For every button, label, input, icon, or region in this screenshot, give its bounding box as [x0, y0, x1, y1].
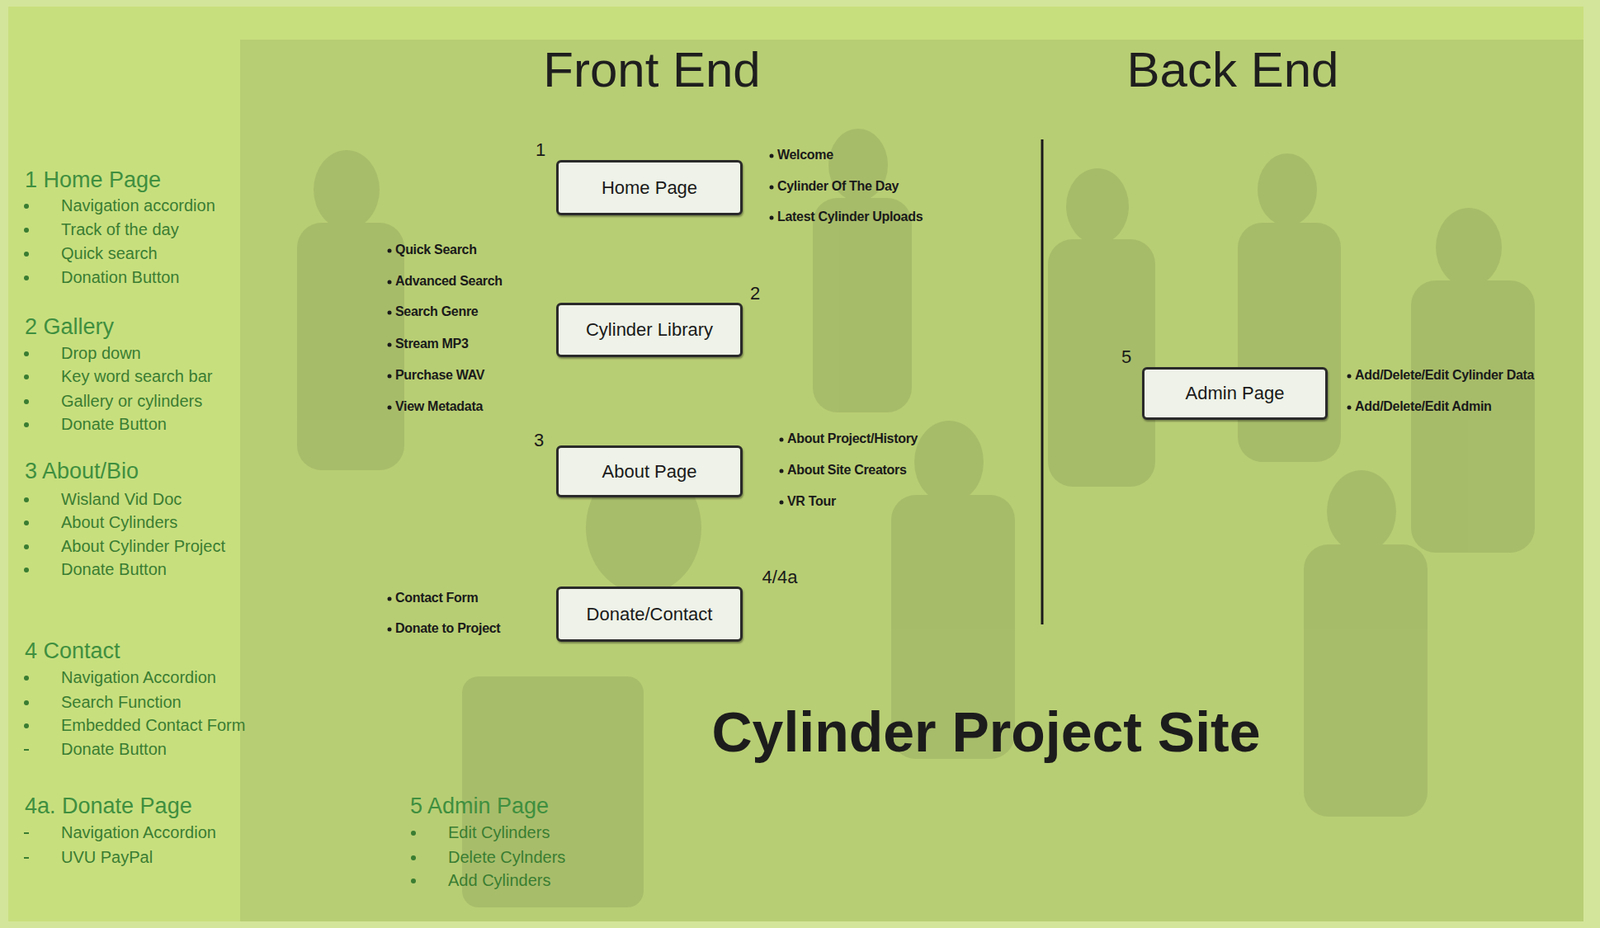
feature-item: Contact Form [395, 590, 478, 606]
bullet-dot [23, 351, 29, 357]
page-box: Donate/Contact [556, 586, 743, 642]
list-item: Quick search [61, 244, 158, 264]
bullet-dot [769, 154, 775, 159]
bullet-dot [387, 405, 392, 411]
list-heading: 4a. Donate Page [24, 793, 193, 820]
feature-item: Quick Search [395, 242, 477, 258]
bullet-dash [23, 857, 29, 859]
feature-item: Latest Cylinder Uploads [777, 209, 923, 225]
feature-item: Add/Delete/Edit Admin [1354, 399, 1492, 415]
list-item: Key word search bar [61, 367, 213, 387]
bullet-dot [387, 280, 392, 285]
page-box: Cylinder Library [556, 302, 743, 358]
bullet-dot [387, 343, 392, 348]
bullet-dot [23, 497, 29, 503]
bullet-dot [769, 185, 775, 190]
feature-item: Welcome [777, 147, 834, 163]
list-item: Track of the day [61, 220, 180, 240]
callout-number: 4/4a [762, 566, 798, 589]
bullet-dot [23, 399, 29, 405]
box-label: Home Page [601, 177, 698, 199]
list-item: Donate Button [61, 415, 167, 435]
box-label: Cylinder Library [585, 319, 713, 341]
bullet-dot [23, 227, 29, 233]
list-item: Navigation Accordion [61, 823, 217, 843]
list-item: UVU PayPal [61, 848, 153, 868]
bullet-dot [23, 422, 29, 428]
divider-line [1041, 139, 1044, 625]
list-item: Navigation accordion [61, 196, 216, 216]
list-item: Search Function [61, 693, 182, 713]
bullet-dot [410, 855, 416, 861]
box-label: About Page [602, 461, 698, 483]
feature-item: Search Genre [395, 304, 478, 320]
bullet-dot [387, 597, 392, 602]
bullet-dot [387, 374, 392, 379]
callout-number: 3 [533, 429, 544, 452]
feature-item: View Metadata [395, 399, 483, 415]
list-item: Wisland Vid Doc [61, 490, 182, 510]
list-item: Gallery or cylinders [61, 391, 203, 411]
box-label: Donate/Contact [586, 604, 713, 626]
diagram-title: Cylinder Project Site [711, 699, 1261, 765]
bullet-dot [769, 216, 775, 221]
bullet-dash [23, 832, 29, 835]
list-heading: 1 Home Page [24, 167, 161, 194]
bullet-dot [387, 311, 392, 316]
feature-item: VR Tour [787, 494, 836, 510]
bullet-dot [1347, 374, 1352, 379]
list-heading: 3 About/Bio [24, 458, 139, 485]
list-item: Embedded Contact Form [61, 716, 246, 736]
section-heading: Back End [1127, 41, 1340, 99]
list-heading: 5 Admin Page [410, 793, 549, 820]
bullet-dot [779, 500, 784, 506]
section-heading: Front End [542, 41, 760, 99]
bullet-dot [23, 544, 29, 550]
bullet-dot [23, 374, 29, 380]
box-label: Admin Page [1185, 382, 1285, 405]
page-box: About Page [556, 445, 743, 498]
bullet-dot [23, 203, 29, 209]
list-item: About Cylinders [61, 513, 178, 533]
feature-item: Add/Delete/Edit Cylinder Data [1354, 368, 1534, 383]
bullet-dot [23, 275, 29, 281]
bullet-dot [779, 469, 784, 474]
list-item: Navigation Accordion [61, 668, 217, 688]
bullet-dot [23, 723, 29, 729]
bullet-dash [23, 749, 29, 751]
bullet-dot [387, 249, 392, 254]
bullet-dot [23, 520, 29, 526]
bullet-dot [23, 700, 29, 706]
bullet-dot [387, 627, 392, 633]
list-item: Donate Button [61, 740, 167, 760]
bullet-dot [779, 438, 784, 443]
list-heading: 2 Gallery [24, 314, 114, 340]
feature-item: Donate to Project [395, 621, 501, 637]
feature-item: About Project/History [787, 431, 918, 447]
callout-number: 5 [1121, 346, 1132, 369]
feature-item: Stream MP3 [395, 336, 469, 352]
bullet-dot [23, 251, 29, 257]
feature-item: Advanced Search [395, 273, 503, 289]
callout-number: 2 [750, 283, 760, 305]
list-item: About Cylinder Project [61, 537, 226, 557]
page-box: Admin Page [1142, 367, 1328, 421]
list-item: Drop down [61, 344, 142, 364]
bullet-dot [410, 878, 416, 884]
feature-item: About Site Creators [787, 462, 907, 478]
list-item: Delete Cylnders [448, 848, 566, 868]
bullet-dot [23, 675, 29, 681]
list-item: Edit Cylinders [448, 823, 550, 843]
bullet-dot [410, 830, 416, 836]
feature-item: Cylinder Of The Day [777, 179, 899, 194]
list-heading: 4 Contact [24, 638, 121, 665]
bullet-dot [23, 567, 29, 573]
page-box: Home Page [556, 160, 743, 216]
list-item: Donation Button [61, 268, 180, 288]
callout-number: 1 [535, 139, 546, 161]
list-item: Donate Button [61, 560, 167, 580]
bullet-dot [1347, 405, 1352, 411]
list-item: Add Cylinders [448, 871, 552, 891]
feature-item: Purchase WAV [395, 368, 485, 383]
